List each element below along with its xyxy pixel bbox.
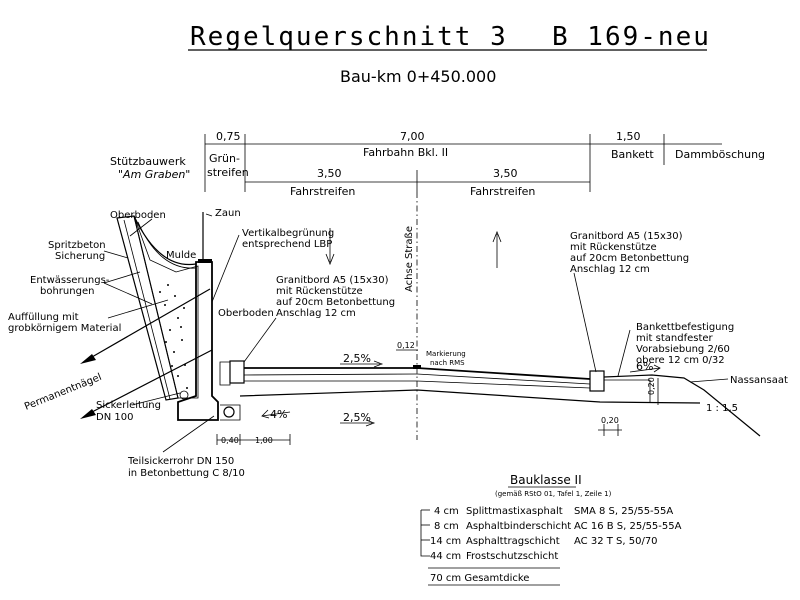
layer-1-thickness: 4 cm <box>434 506 459 517</box>
label-granit-right-1: Granitbord A5 (15x30) <box>570 231 683 242</box>
road-name: B 169-neu <box>552 22 711 52</box>
bauklasse-title: Bauklasse II <box>510 473 582 487</box>
label-entwaesserung-2: bohrungen <box>40 286 94 297</box>
label-oberboden-mid: Oberboden <box>218 308 274 319</box>
layer-2-name: Asphaltbinderschicht <box>466 521 571 532</box>
label-auffuellung-2: grobkörnigem Material <box>8 323 121 334</box>
label-markierung-1: Markierung <box>426 350 466 358</box>
dim-shoulder: 1,50 <box>616 130 641 143</box>
label-spritzbeton-2: Sicherung <box>55 251 105 262</box>
label-stuetzbauwerk-1: Stützbauwerk <box>110 155 186 168</box>
label-vertikal-2: entsprechend LBP <box>242 239 332 250</box>
layer-3-thickness: 14 cm <box>430 536 461 547</box>
zone-gruenstreifen-1: Grün- <box>209 152 240 165</box>
dim-right-small: 0,20 <box>601 416 619 425</box>
layer-1-name: Splittmastixasphalt <box>466 506 563 517</box>
label-mulde: Mulde <box>166 250 196 261</box>
label-sickerleitung-1: Sickerleitung <box>96 400 161 411</box>
top-dimension-chain: 0,75 7,00 1,50 Grün- streifen Fahrbahn B… <box>204 130 765 198</box>
label-granit-left-3: auf 20cm Betonbettung <box>276 297 395 308</box>
label-zaun: Zaun <box>215 208 241 219</box>
label-vertikal-1: Vertikalbegrünung <box>242 228 334 239</box>
dim-green-strip: 0,75 <box>216 130 241 143</box>
zone-fahrstreifen-left: Fahrstreifen <box>290 185 355 198</box>
zone-fahrstreifen-right: Fahrstreifen <box>470 185 535 198</box>
dim-carriageway: 7,00 <box>400 130 425 143</box>
label-teilsickerrohr-2: in Betonbettung C 8/10 <box>128 468 245 479</box>
road-axis-label: Achse Straße <box>404 226 415 292</box>
direction-arrow-down <box>325 228 335 266</box>
label-auffuellung-1: Auffüllung mit <box>8 312 79 323</box>
dim-bottom-a: 0,40 <box>221 436 239 445</box>
zone-bankett: Bankett <box>611 148 654 161</box>
label-granit-right-2: mit Rückenstütze <box>570 242 657 253</box>
layer-3-name: Asphalttragschicht <box>466 536 560 547</box>
label-bankett-1: Bankettbefestigung <box>636 322 734 333</box>
dim-right-vertical: 0,20 <box>647 377 656 395</box>
label-bankett-2: mit standfester <box>636 333 714 344</box>
label-oberboden-top: Oberboden <box>110 210 166 221</box>
label-spritzbeton-1: Spritzbeton <box>48 240 106 251</box>
slope-top: 2,5% <box>343 352 371 365</box>
label-granit-right-4: Anschlag 12 cm <box>570 264 650 275</box>
label-sickerleitung-2: DN 100 <box>96 412 133 423</box>
layer-2-spec: AC 16 B S, 25/55-55A <box>574 521 682 532</box>
label-granit-right-3: auf 20cm Betonbettung <box>570 253 689 264</box>
dim-center-small: 0,12 <box>397 341 415 350</box>
pavement-structure <box>219 360 761 437</box>
direction-arrow-up <box>492 230 502 268</box>
label-nassansaat: Nassansaat <box>730 375 788 386</box>
leader-lines <box>103 213 729 453</box>
label-granit-left-4: Anschlag 12 cm <box>276 308 356 319</box>
dim-lane-right: 3,50 <box>493 167 518 180</box>
construction-km: Bau-km 0+450.000 <box>340 67 496 86</box>
label-markierung-2: nach RMS <box>430 359 465 367</box>
layer-4-thickness: 44 cm <box>430 551 461 562</box>
label-entwaesserung-1: Entwässerungs- <box>30 275 110 286</box>
bauklasse-table: Bauklasse II (gemäß RStO 01, Tafel 1, Ze… <box>420 473 682 586</box>
bottom-dimensions: 0,40 1,00 0,20 0,20 0,12 <box>216 341 659 445</box>
label-bankett-4: obere 12 cm 0/32 <box>636 355 725 366</box>
slope-indicators: 2,5% 2,5% 4% 6% 1 : 1,5 <box>261 352 738 427</box>
slope-left: 4% <box>270 408 287 421</box>
embankment-slope: 1 : 1,5 <box>706 403 738 414</box>
dim-lane-left: 3,50 <box>317 167 342 180</box>
annotations: Stützbauwerk "Am Graben" Oberboden Zaun … <box>8 155 788 479</box>
label-granit-left-2: mit Rückenstütze <box>276 286 363 297</box>
drawing-title: Regelquerschnitt 3 <box>190 22 508 52</box>
bauklasse-note: (gemäß RStO 01, Tafel 1, Zeile 1) <box>495 490 612 498</box>
zone-gruenstreifen-2: streifen <box>207 166 249 179</box>
label-permanentnaegel: Permanentnägel <box>23 372 103 413</box>
label-granit-left-1: Granitbord A5 (15x30) <box>276 275 389 286</box>
label-teilsickerrohr-1: Teilsickerrohr DN 150 <box>127 456 234 467</box>
zone-fahrbahn: Fahrbahn Bkl. II <box>363 146 448 159</box>
layer-2-thickness: 8 cm <box>434 521 459 532</box>
soil-nails <box>80 288 213 419</box>
dim-bottom-b: 1,00 <box>255 436 273 445</box>
zone-dammboeschung: Dammböschung <box>675 148 765 161</box>
label-bankett-3: Vorabsiebung 2/60 <box>636 344 730 355</box>
total-thickness: 70 cm Gesamtdicke <box>430 573 529 584</box>
layer-1-spec: SMA 8 S, 25/55-55A <box>574 506 673 517</box>
layer-3-spec: AC 32 T S, 50/70 <box>574 536 658 547</box>
layer-4-name: Frostschutzschicht <box>466 551 558 562</box>
label-stuetzbauwerk-2: "Am Graben" <box>118 168 190 181</box>
retaining-structure <box>116 212 241 421</box>
slope-bottom: 2,5% <box>343 411 371 424</box>
